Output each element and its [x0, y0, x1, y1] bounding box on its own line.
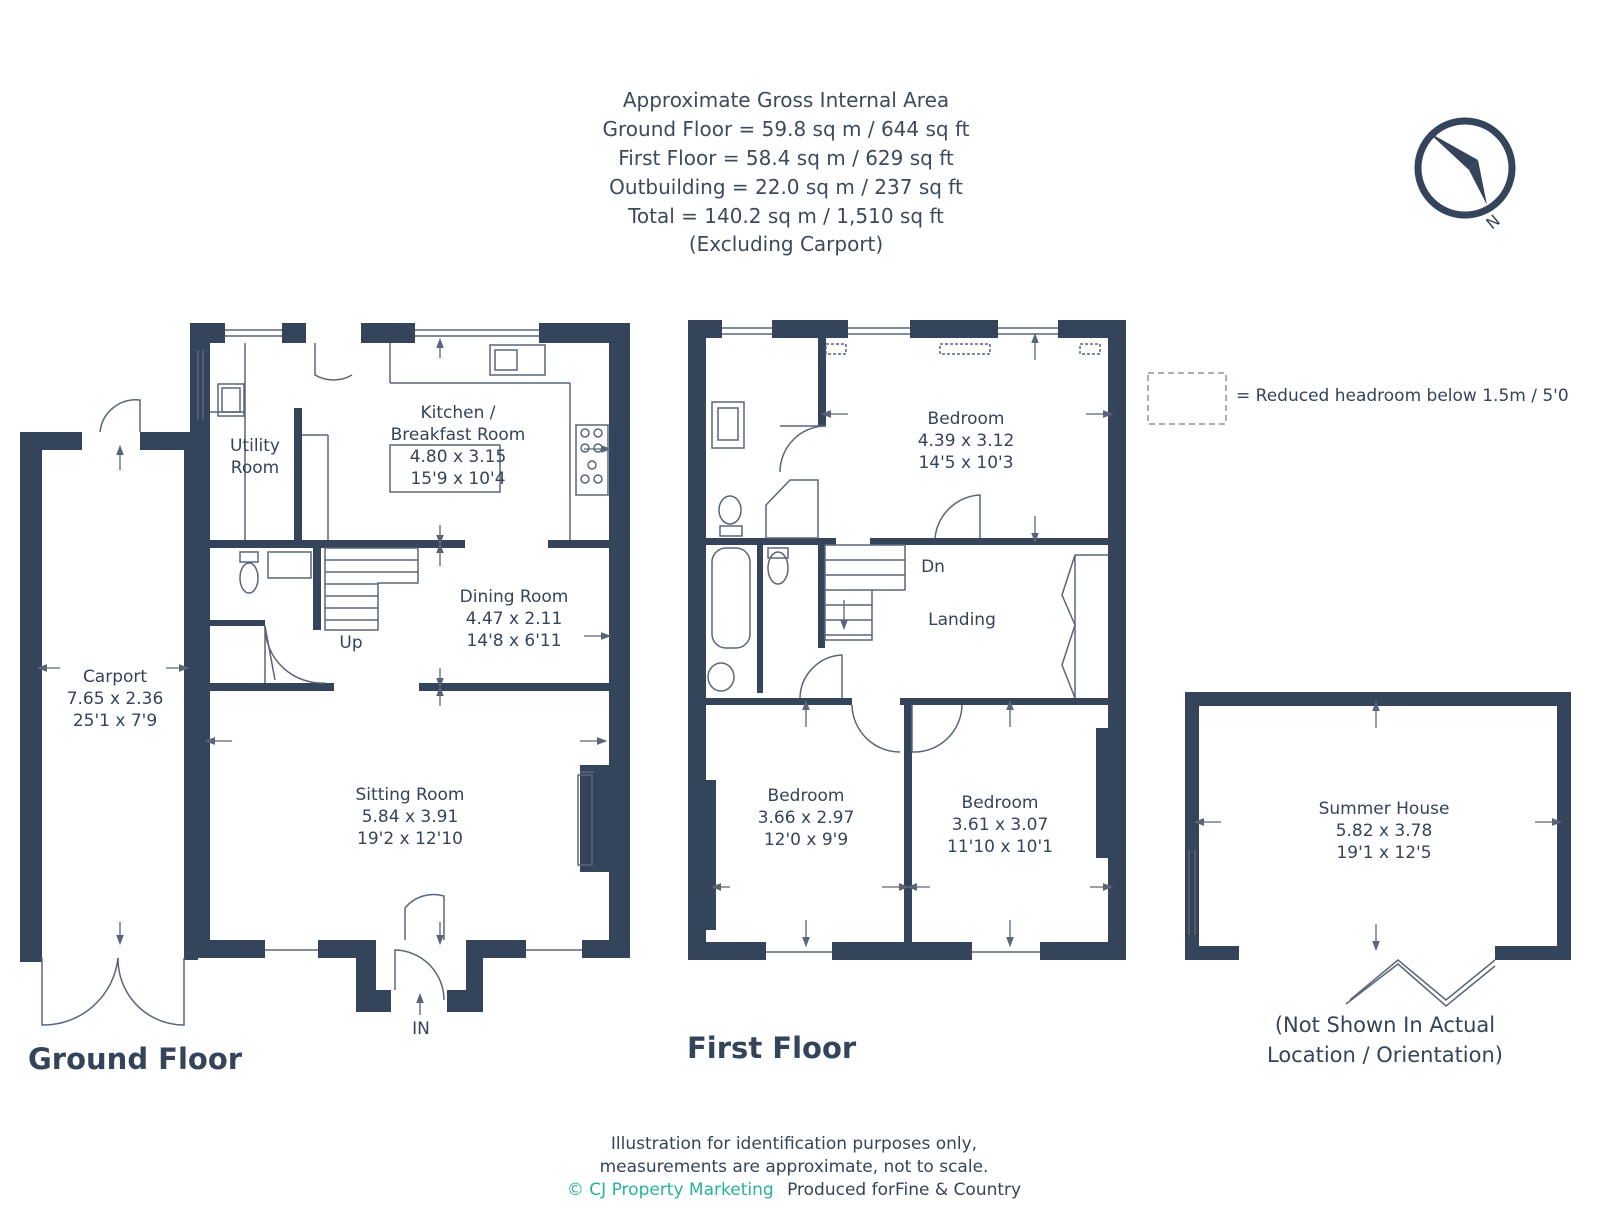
footer-line1: Illustration for identification purposes…: [610, 1134, 978, 1154]
ground-floor-title: Ground Floor: [28, 1042, 243, 1076]
summer-house-fixtures: [1188, 850, 1496, 1007]
area-total: Total = 140.2 sq m / 1,510 sq ft: [628, 204, 944, 228]
bedroom2-metric: 3.66 x 2.97: [758, 808, 855, 828]
sitting-metric: 5.84 x 3.91: [362, 807, 459, 827]
first-stairs-dn-label: Dn: [921, 557, 945, 577]
landing-name: Landing: [928, 610, 996, 630]
area-title: Approximate Gross Internal Area: [622, 88, 950, 112]
compass-icon: N: [1414, 117, 1516, 233]
utility-name2: Room: [231, 458, 279, 478]
ground-floor-fixtures: [41, 329, 609, 1026]
area-exclusion: (Excluding Carport): [688, 232, 884, 256]
summer-house-metric: 5.82 x 3.78: [1336, 821, 1433, 841]
ground-stairs-up-label: Up: [339, 633, 362, 653]
first-floor-dimension-arrows: [710, 332, 1114, 948]
summer-house-dimension-arrows: [1193, 700, 1563, 952]
first-floor-fixtures: [707, 327, 1108, 953]
first-floor-title: First Floor: [687, 1031, 857, 1065]
dining-metric: 4.47 x 2.11: [466, 609, 563, 629]
bedroom1-imperial: 14'5 x 10'3: [918, 453, 1013, 473]
summer-house-imperial: 19'1 x 12'5: [1336, 843, 1431, 863]
footer-line2: measurements are approximate, not to sca…: [599, 1157, 989, 1177]
carport-metric: 7.65 x 2.36: [67, 689, 164, 709]
bedroom2-imperial: 12'0 x 9'9: [764, 830, 848, 850]
outbuilding-note-line1: (Not Shown In Actual: [1274, 1013, 1496, 1037]
bedroom1-metric: 4.39 x 3.12: [918, 431, 1015, 451]
kitchen-name2: Breakfast Room: [391, 425, 526, 445]
ground-floor-walls: [20, 323, 630, 1012]
summer-house-labels: Summer House 5.82 x 3.78 19'1 x 12'5: [1319, 799, 1450, 863]
bedroom3-metric: 3.61 x 3.07: [952, 815, 1049, 835]
area-ground-floor: Ground Floor = 59.8 sq m / 644 sq ft: [602, 117, 970, 141]
bedroom3-imperial: 11'10 x 10'1: [947, 837, 1053, 857]
footer-line3: © CJ Property Marketing Produced forFine…: [0, 1180, 1594, 1200]
utility-name1: Utility: [230, 436, 280, 456]
kitchen-name1: Kitchen /: [420, 403, 495, 423]
ground-floor-labels: Carport 7.65 x 2.36 25'1 x 7'9 Utility R…: [67, 403, 569, 1039]
kitchen-metric: 4.80 x 3.15: [410, 447, 507, 467]
reduced-headroom-legend: = Reduced headroom below 1.5m / 5'0: [1236, 386, 1569, 406]
carport-name: Carport: [83, 667, 147, 687]
entrance-label: IN: [412, 1019, 430, 1039]
kitchen-imperial: 15'9 x 10'4: [410, 469, 505, 489]
first-floor-walls: [688, 320, 1126, 960]
reduced-headroom-legend-box: [1147, 372, 1227, 425]
ground-floor-dimension-arrows: [36, 337, 612, 1015]
summer-house-name: Summer House: [1319, 799, 1450, 819]
outbuilding-note-line2: Location / Orientation): [1267, 1043, 1503, 1067]
area-first-floor: First Floor = 58.4 sq m / 629 sq ft: [618, 146, 954, 170]
dining-imperial: 14'8 x 6'11: [466, 631, 561, 651]
bedroom1-name: Bedroom: [928, 409, 1005, 429]
compass-north-label: N: [1482, 211, 1503, 233]
outbuilding-note: (Not Shown In Actual Location / Orientat…: [1230, 1010, 1540, 1070]
dining-name: Dining Room: [460, 587, 569, 607]
first-floor-labels: Bedroom 4.39 x 3.12 14'5 x 10'3 Landing …: [758, 409, 1053, 857]
sitting-name: Sitting Room: [356, 785, 465, 805]
brand-credit: © CJ Property Marketing: [566, 1180, 774, 1200]
sitting-imperial: 19'2 x 12'10: [357, 829, 463, 849]
bedroom3-name: Bedroom: [962, 793, 1039, 813]
carport-imperial: 25'1 x 7'9: [73, 711, 157, 731]
area-outbuilding: Outbuilding = 22.0 sq m / 237 sq ft: [609, 175, 963, 199]
bedroom2-name: Bedroom: [768, 786, 845, 806]
produced-for: Produced forFine & Country: [787, 1180, 1022, 1200]
